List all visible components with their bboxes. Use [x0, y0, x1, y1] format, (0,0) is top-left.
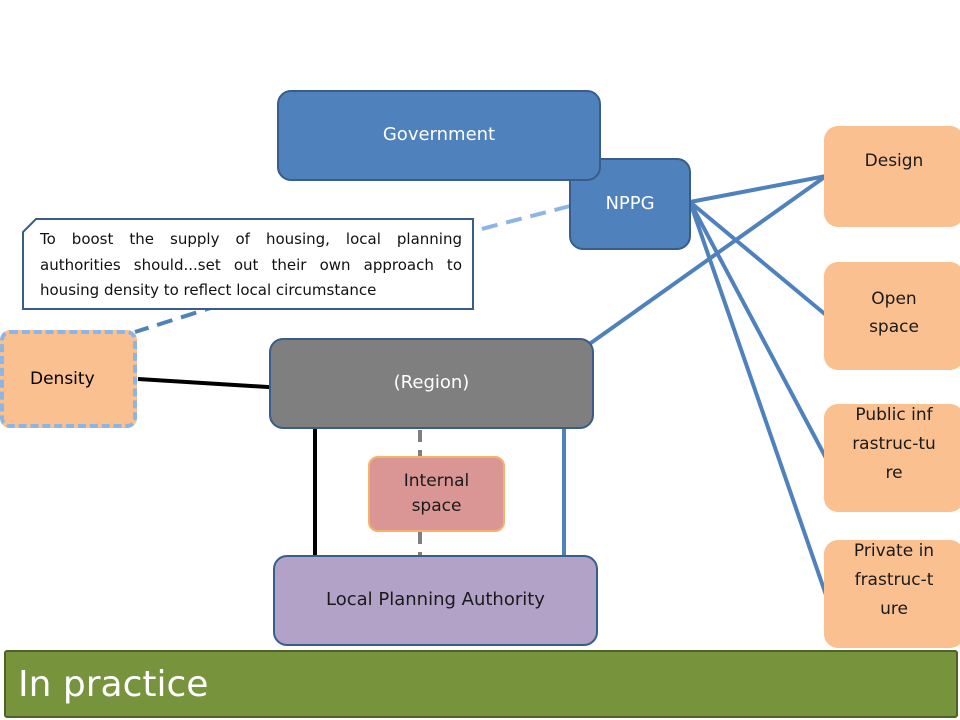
policy-callout: To boost the supply of housing, local pl…	[22, 218, 474, 310]
region-box: (Region)	[269, 338, 594, 429]
topic-public-infra-label: Public infrastruc-ture	[852, 405, 936, 484]
topic-open-space: Open space	[824, 262, 960, 370]
connector-nppg-design	[689, 174, 827, 204]
footer-title: In practice	[18, 663, 209, 705]
topic-open-space-label: Open space	[869, 288, 919, 337]
lpa-label: Local Planning Authority	[326, 589, 545, 611]
topic-private-infra-label: Private infrastruc-ture	[853, 541, 935, 620]
internal-space-label: Internal space	[403, 471, 470, 516]
nppg-label: NPPG	[605, 192, 655, 214]
topic-private-infrastructure: Private infrastruc-ture	[824, 540, 960, 648]
callout-folded-corner	[22, 218, 38, 234]
topic-design-label: Design	[864, 151, 924, 172]
connector-nppg-open-space	[688, 200, 828, 317]
topic-design: Design	[824, 126, 960, 227]
region-label: (Region)	[393, 372, 470, 394]
connector-nppg-private-infra	[688, 201, 828, 596]
lpa-box: Local Planning Authority	[273, 555, 598, 646]
connector-nppg-public-infra	[688, 201, 828, 459]
connector-region-design	[586, 174, 828, 347]
topic-public-infrastructure: Public infrastruc-ture	[824, 404, 960, 512]
density-label: Density	[30, 368, 95, 389]
callout-text: To boost the supply of housing, local pl…	[40, 230, 462, 299]
nppg-box: NPPG	[569, 158, 691, 250]
government-box: Government	[277, 90, 601, 181]
connector-nppg-callout	[469, 204, 571, 234]
internal-space-box: Internal space	[368, 456, 505, 532]
density-box: Density	[0, 330, 137, 428]
footer-banner: In practice	[4, 650, 958, 718]
government-label: Government	[382, 124, 496, 146]
